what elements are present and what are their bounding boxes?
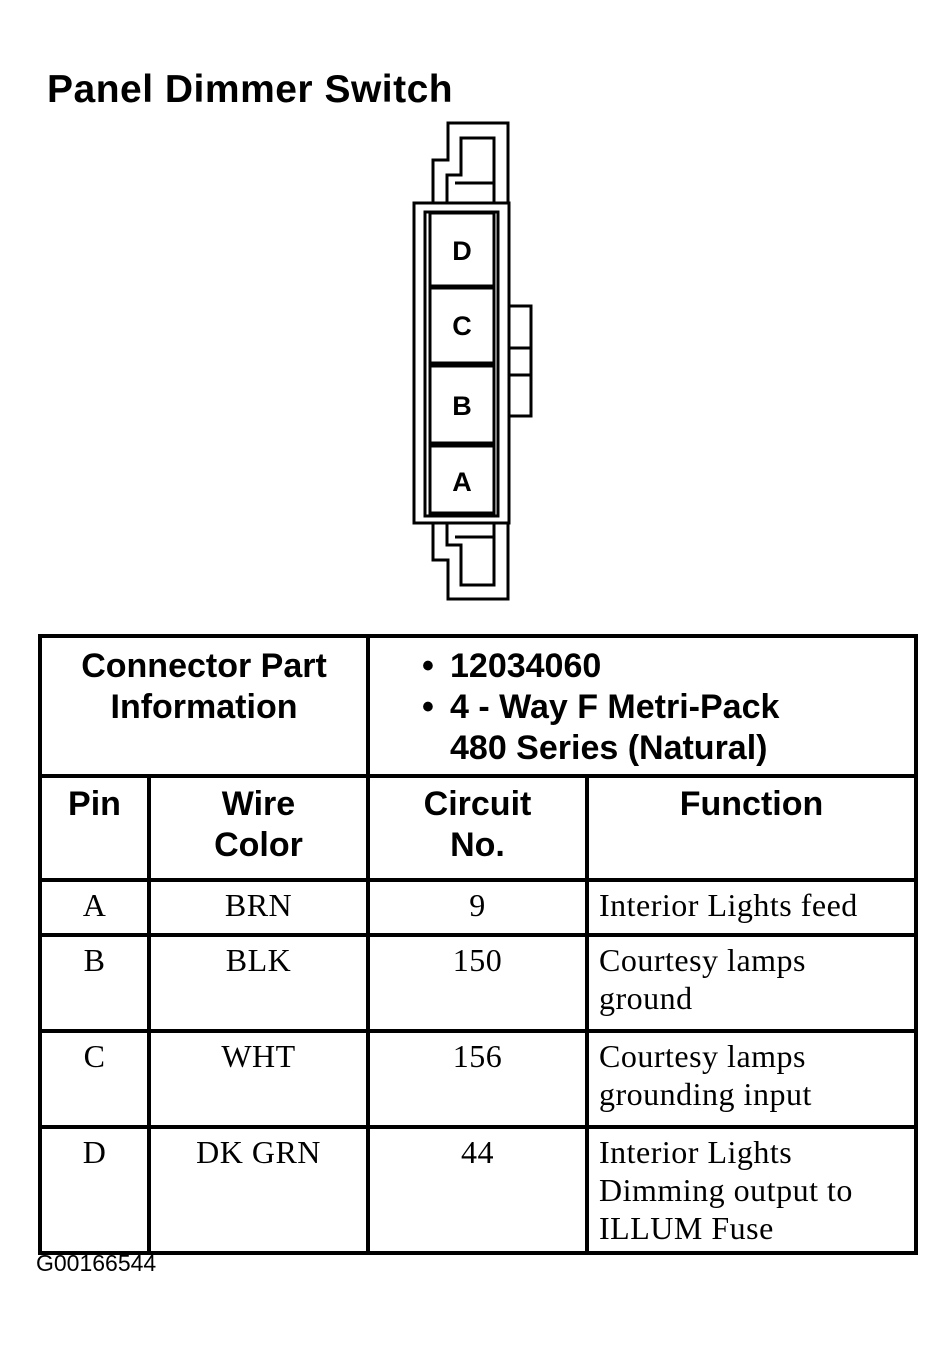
row-function: Interior Lights feed	[585, 878, 918, 937]
row-function-line: ground	[599, 980, 693, 1016]
row-function-line: Interior Lights	[599, 1134, 793, 1170]
row-function-line: Interior Lights feed	[599, 887, 858, 923]
header-circuit-no: Circuit No.	[366, 774, 589, 882]
figure-id: G00166544	[36, 1250, 157, 1276]
row-function-line: grounding input	[599, 1076, 812, 1112]
part-info-label-line2: Information	[110, 688, 298, 726]
connector-top-latch	[431, 121, 510, 203]
part-info-label: Connector Part Information	[38, 634, 370, 778]
header-function-label: Function	[679, 785, 824, 823]
part-description-line2: 480 Series (Natural)	[450, 729, 768, 767]
row-function: Courtesy lamps ground	[585, 933, 918, 1033]
row-function-line: ILLUM Fuse	[599, 1210, 774, 1246]
connector-info-table: Connector Part Information • 12034060 • 4 …	[38, 634, 918, 1255]
part-info-value: • 12034060 • 4 - Way F Metri-Pack 480 Seri…	[366, 634, 918, 778]
row-wire-color: WHT	[147, 1029, 370, 1129]
row-pin: A	[38, 878, 151, 937]
connector-face-diagram: D C B A	[412, 121, 533, 601]
header-wire-color: Wire Color	[147, 774, 370, 882]
pin-label-d: D	[452, 236, 472, 266]
pin-cavity-d	[428, 211, 496, 288]
part-info-label-line1: Connector Part	[81, 647, 327, 685]
row-function-line: Courtesy lamps	[599, 942, 806, 978]
pin-label-c: C	[452, 311, 472, 341]
row-circuit-no: 156	[366, 1029, 589, 1129]
row-pin: D	[38, 1125, 151, 1255]
row-function: Interior Lights Dimming output to ILLUM …	[585, 1125, 918, 1255]
part-info-row: Connector Part Information • 12034060 • 4 …	[38, 634, 918, 778]
table-row: C WHT 156 Courtesy lamps grounding input	[38, 1029, 918, 1129]
row-function-line: Courtesy lamps	[599, 1038, 806, 1074]
connector-housing-outer	[412, 201, 511, 525]
row-circuit-no: 9	[366, 878, 589, 937]
part-description-line1: 4 - Way F Metri-Pack	[450, 688, 780, 726]
row-wire-color: BLK	[147, 933, 370, 1033]
header-pin: Pin	[38, 774, 151, 882]
header-wire-color-line1: Wire	[221, 785, 296, 823]
row-wire-color: BRN	[147, 878, 370, 937]
header-circuit-line1: Circuit	[423, 785, 532, 823]
header-pin-label: Pin	[68, 785, 121, 823]
pin-cavity-c	[428, 286, 496, 365]
row-wire-color: DK GRN	[147, 1125, 370, 1255]
header-circuit-line2: No.	[450, 826, 505, 864]
bullet-icon: •	[422, 647, 434, 685]
table-row: A BRN 9 Interior Lights feed	[38, 878, 918, 937]
header-function: Function	[585, 774, 918, 882]
row-function-line: Dimming output to	[599, 1172, 853, 1208]
bullet-icon: •	[422, 688, 434, 726]
part-number: 12034060	[450, 647, 602, 685]
pin-label-b: B	[452, 391, 472, 421]
row-function: Courtesy lamps grounding input	[585, 1029, 918, 1129]
table-header-row: Pin Wire Color Circuit No. Function	[38, 774, 918, 882]
row-circuit-no: 44	[366, 1125, 589, 1255]
row-pin: B	[38, 933, 151, 1033]
pin-cavity-b	[428, 364, 496, 445]
connector-side-tab	[509, 304, 533, 418]
row-circuit-no: 150	[366, 933, 589, 1033]
header-wire-color-line2: Color	[214, 826, 303, 864]
row-pin: C	[38, 1029, 151, 1129]
pin-label-a: A	[452, 467, 472, 497]
pin-cavity-a	[428, 444, 496, 515]
connector-bottom-latch	[431, 523, 510, 601]
table-row: B BLK 150 Courtesy lamps ground	[38, 933, 918, 1033]
table-row: D DK GRN 44 Interior Lights Dimming outp…	[38, 1125, 918, 1255]
page-title: Panel Dimmer Switch	[47, 68, 454, 111]
